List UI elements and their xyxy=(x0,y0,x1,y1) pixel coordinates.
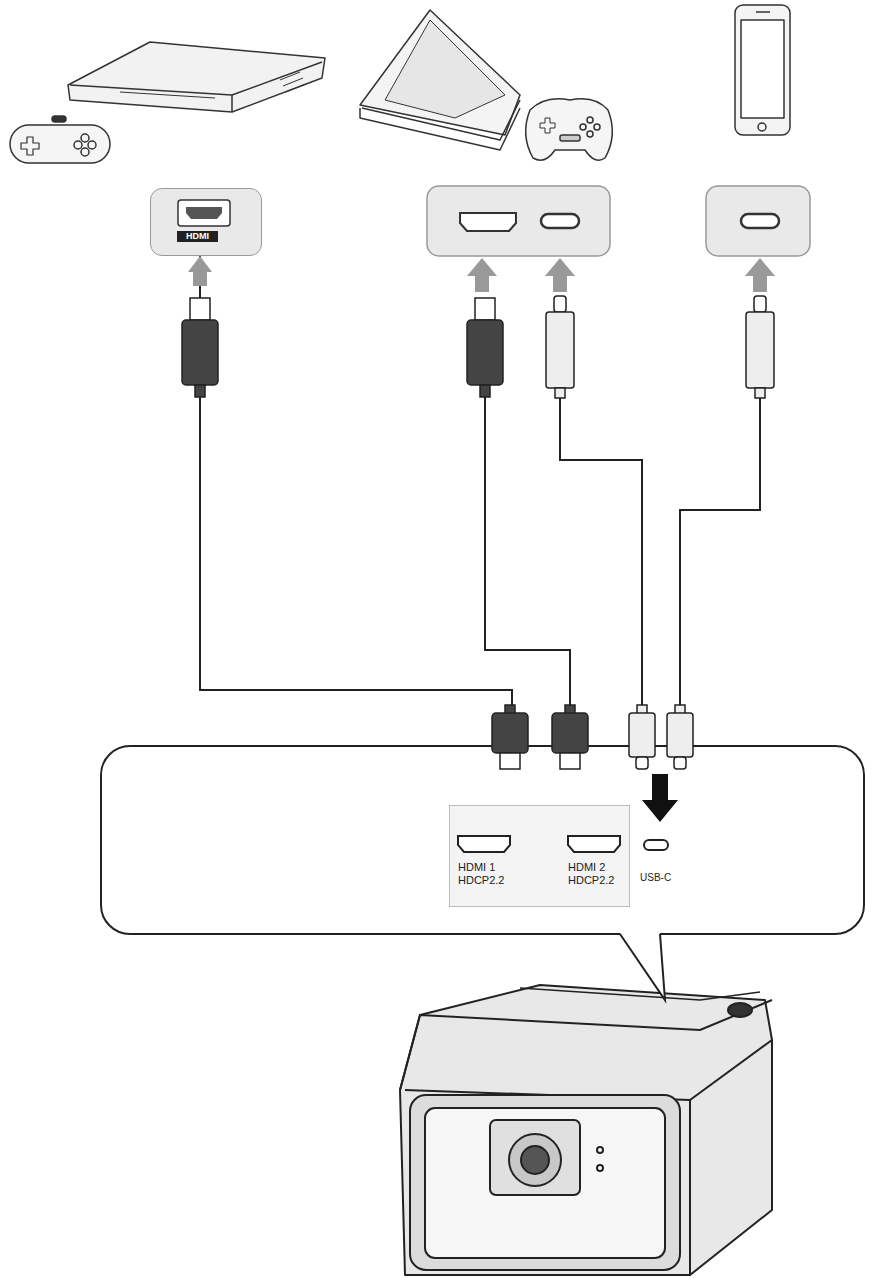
hdmi-port-group: HDMI 1 HDCP2.2 HDMI 2 HDCP2.2 xyxy=(449,805,630,907)
port-label: HDMI 1 HDCP2.2 xyxy=(458,861,512,887)
port-label: USB-C xyxy=(640,871,671,884)
port-label: HDMI xyxy=(177,231,218,242)
port-label: HDMI 2 HDCP2.2 xyxy=(568,861,622,887)
cable-connector xyxy=(200,256,512,805)
projector-panel: USB-C HDMI 1 HDCP2.2 HDMI 2 HDCP2.2 xyxy=(100,745,865,935)
port-callout-box: HDMI xyxy=(150,188,262,256)
